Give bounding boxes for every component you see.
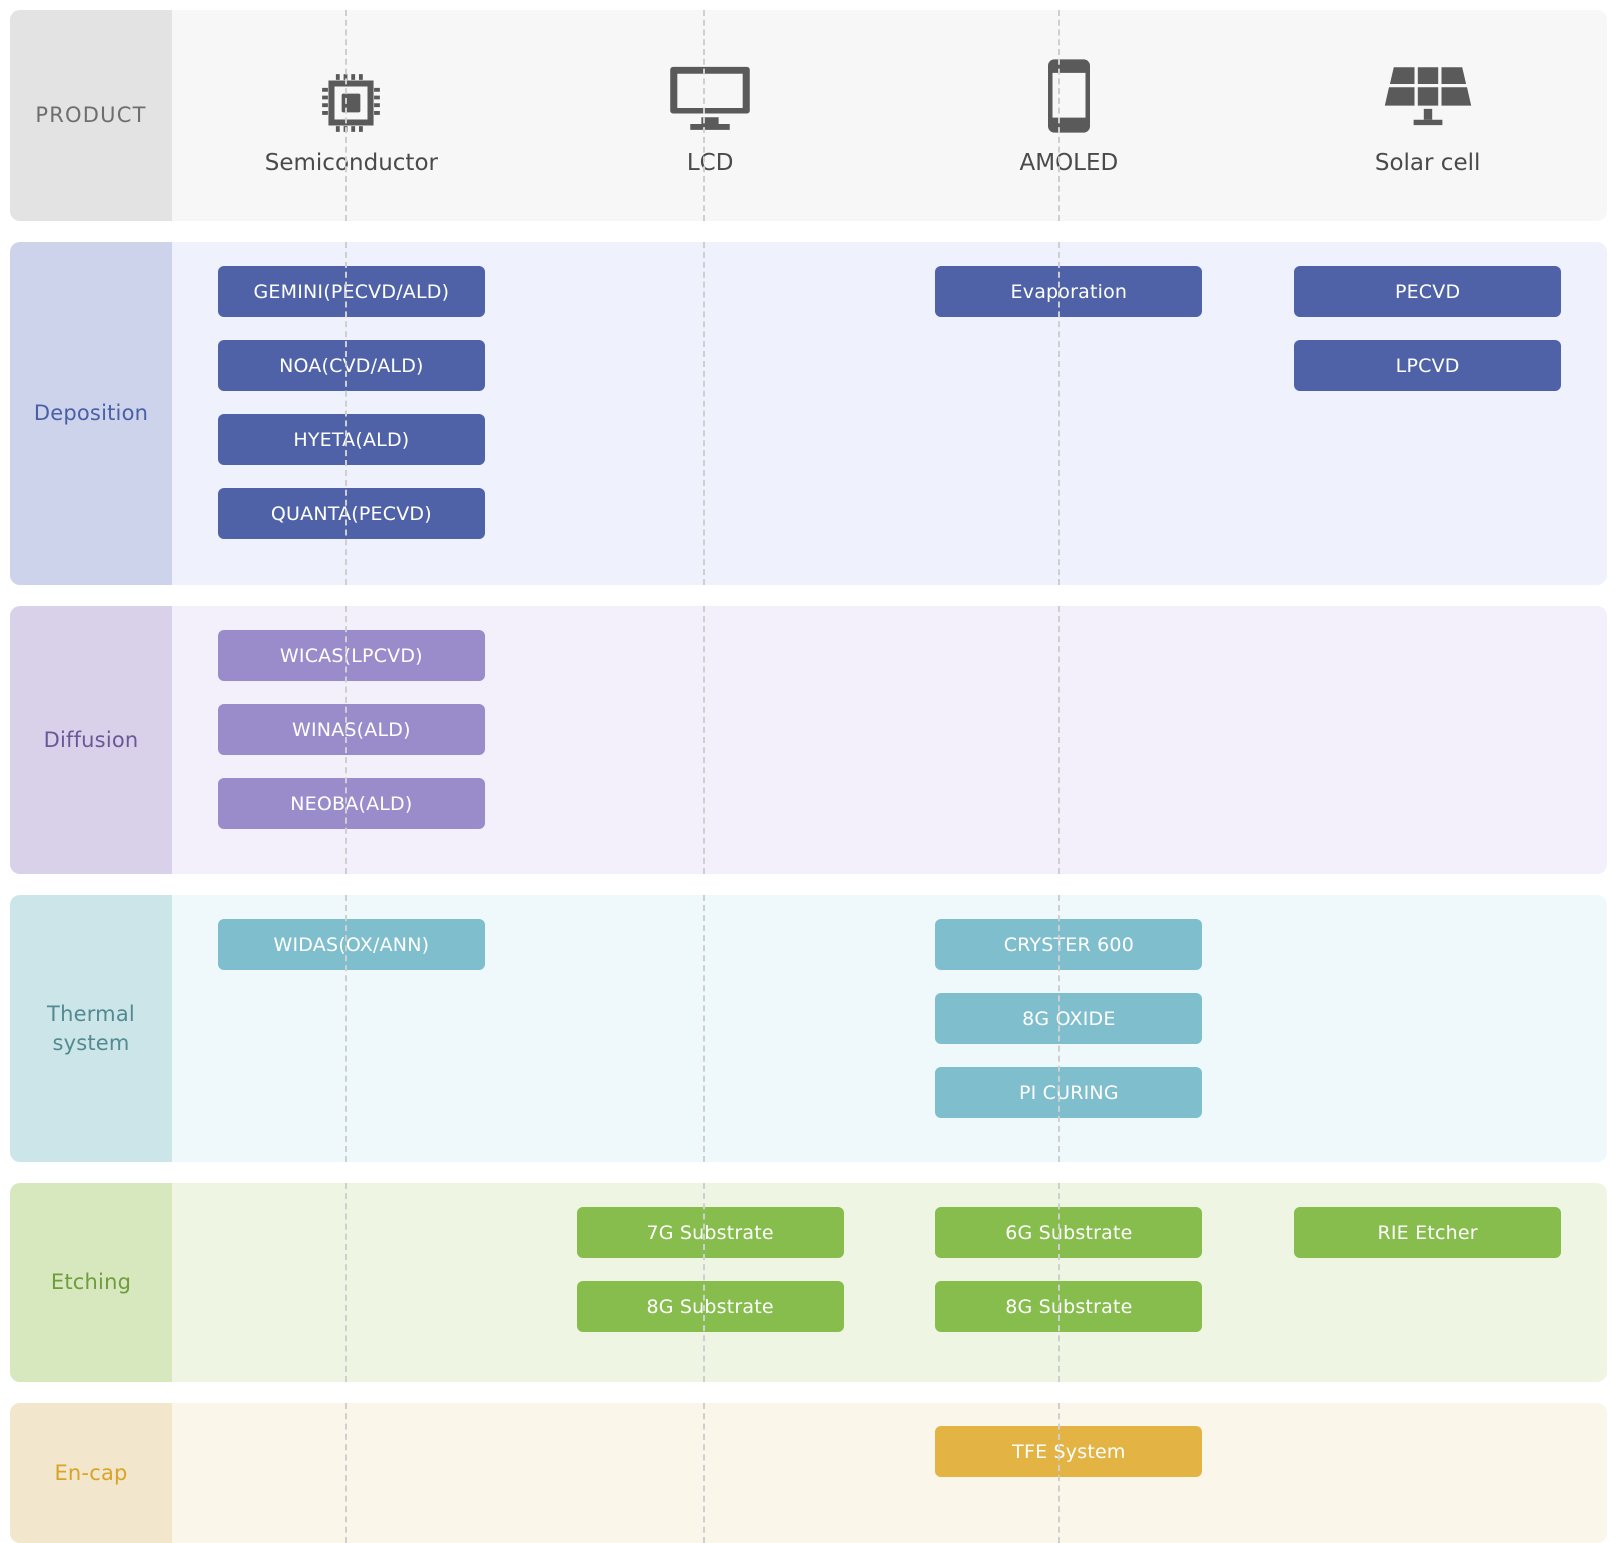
process-row-body: TFE System xyxy=(172,1403,1607,1543)
equipment-chip[interactable]: 8G Substrate xyxy=(576,1281,844,1332)
process-row-body: 7G Substrate 8G Substrate 6G Substrate 8… xyxy=(172,1183,1607,1382)
equipment-chip[interactable]: 8G OXIDE xyxy=(935,993,1203,1044)
cell-diffusion-semiconductor: WICAS(LPCVD) WINAS(ALD) NEOBA(ALD) xyxy=(172,606,531,874)
process-row-label: Diffusion xyxy=(10,606,172,874)
cell-thermal-amoled: CRYSTER 600 8G OXIDE PI CURING xyxy=(890,895,1249,1162)
process-row-body: GEMINI(PECVD/ALD) NOA(CVD/ALD) HYETA(ALD… xyxy=(172,242,1607,585)
product-label: Solar cell xyxy=(1374,149,1481,176)
cell-deposition-amoled: Evaporation xyxy=(890,242,1249,585)
header-row: PRODUCT Semiconductor xyxy=(10,10,1607,221)
equipment-chip[interactable]: NOA(CVD/ALD) xyxy=(217,340,485,391)
process-row-diffusion: Diffusion WICAS(LPCVD) WINAS(ALD) NEOBA(… xyxy=(10,606,1607,874)
equipment-chip[interactable]: GEMINI(PECVD/ALD) xyxy=(217,266,485,317)
equipment-chip[interactable]: WIDAS(OX/ANN) xyxy=(217,919,485,970)
cell-encap-amoled: TFE System xyxy=(890,1403,1249,1543)
product-column-lcd[interactable]: LCD xyxy=(531,10,890,221)
cell-encap-solar-cell xyxy=(1248,1403,1607,1543)
equipment-chip[interactable]: QUANTA(PECVD) xyxy=(217,488,485,539)
cell-diffusion-lcd xyxy=(531,606,890,874)
process-row-label: En-cap xyxy=(10,1403,172,1543)
equipment-chip[interactable]: RIE Etcher xyxy=(1294,1207,1562,1258)
process-row-body: WIDAS(OX/ANN) CRYSTER 600 8G OXIDE PI CU… xyxy=(172,895,1607,1162)
cell-thermal-solar-cell xyxy=(1248,895,1607,1162)
cell-etching-solar-cell: RIE Etcher xyxy=(1248,1183,1607,1382)
cell-thermal-lcd xyxy=(531,895,890,1162)
process-row-etching: Etching 7G Substrate 8G Substrate 6G Sub… xyxy=(10,1183,1607,1382)
process-row-label: Etching xyxy=(10,1183,172,1382)
chip-icon xyxy=(318,56,384,136)
cell-diffusion-solar-cell xyxy=(1248,606,1607,874)
equipment-chip[interactable]: TFE System xyxy=(935,1426,1203,1477)
product-column-semiconductor[interactable]: Semiconductor xyxy=(172,10,531,221)
equipment-chip[interactable]: NEOBA(ALD) xyxy=(217,778,485,829)
product-label: AMOLED xyxy=(1019,149,1119,176)
equipment-chip[interactable]: WINAS(ALD) xyxy=(217,704,485,755)
product-label: LCD xyxy=(686,149,734,176)
cell-encap-semiconductor xyxy=(172,1403,531,1543)
monitor-icon xyxy=(666,56,754,136)
equipment-chip[interactable]: 6G Substrate xyxy=(935,1207,1203,1258)
process-row-label: Thermal system xyxy=(10,895,172,1162)
header-row-label: PRODUCT xyxy=(10,10,172,221)
smartphone-icon xyxy=(1047,56,1090,136)
process-row-deposition: Deposition GEMINI(PECVD/ALD) NOA(CVD/ALD… xyxy=(10,242,1607,585)
equipment-chip[interactable]: 7G Substrate xyxy=(576,1207,844,1258)
process-row-en-cap: En-cap TFE System xyxy=(10,1403,1607,1543)
equipment-chip[interactable]: HYETA(ALD) xyxy=(217,414,485,465)
product-label: Semiconductor xyxy=(264,149,438,176)
equipment-chip[interactable]: 8G Substrate xyxy=(935,1281,1203,1332)
equipment-chip[interactable]: Evaporation xyxy=(935,266,1203,317)
equipment-chip[interactable]: PI CURING xyxy=(935,1067,1203,1118)
process-row-body: WICAS(LPCVD) WINAS(ALD) NEOBA(ALD) xyxy=(172,606,1607,874)
process-row-label: Deposition xyxy=(10,242,172,585)
cell-etching-semiconductor xyxy=(172,1183,531,1382)
header-row-body: Semiconductor LCD xyxy=(172,10,1607,221)
cell-thermal-semiconductor: WIDAS(OX/ANN) xyxy=(172,895,531,1162)
solar-panel-icon xyxy=(1383,56,1473,136)
equipment-chip[interactable]: CRYSTER 600 xyxy=(935,919,1203,970)
cell-etching-amoled: 6G Substrate 8G Substrate xyxy=(890,1183,1249,1382)
cell-deposition-lcd xyxy=(531,242,890,585)
equipment-chip[interactable]: LPCVD xyxy=(1294,340,1562,391)
cell-diffusion-amoled xyxy=(890,606,1249,874)
cell-deposition-solar-cell: PECVD LPCVD xyxy=(1248,242,1607,585)
equipment-chip[interactable]: WICAS(LPCVD) xyxy=(217,630,485,681)
cell-encap-lcd xyxy=(531,1403,890,1543)
equipment-chip[interactable]: PECVD xyxy=(1294,266,1562,317)
cell-deposition-semiconductor: GEMINI(PECVD/ALD) NOA(CVD/ALD) HYETA(ALD… xyxy=(172,242,531,585)
process-row-thermal-system: Thermal system WIDAS(OX/ANN) CRYSTER 600… xyxy=(10,895,1607,1162)
cell-etching-lcd: 7G Substrate 8G Substrate xyxy=(531,1183,890,1382)
product-column-solar-cell[interactable]: Solar cell xyxy=(1248,10,1607,221)
product-column-amoled[interactable]: AMOLED xyxy=(890,10,1249,221)
